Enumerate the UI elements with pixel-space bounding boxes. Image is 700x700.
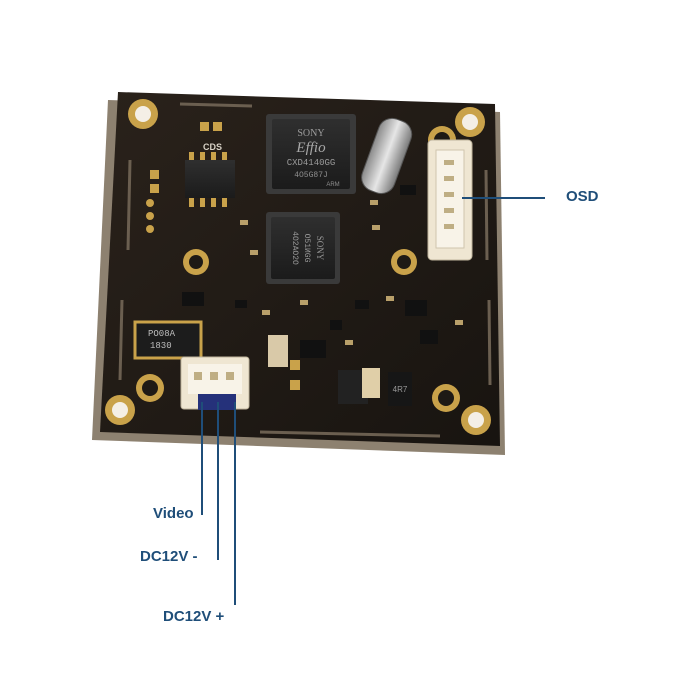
crystal-oscillator xyxy=(361,117,413,195)
second-chip: SONY O51ИGG 4O2AO2O xyxy=(266,212,340,284)
smd-components: 4R7 xyxy=(182,185,463,406)
cds-silkscreen: CDS xyxy=(203,142,222,152)
power-connector xyxy=(180,356,250,410)
svg-text:4O2AO2O: 4O2AO2O xyxy=(290,231,299,265)
video-label: Video xyxy=(153,505,194,522)
svg-text:CXD4140GG: CXD4140GG xyxy=(287,158,336,168)
svg-text:O51ИGG: O51ИGG xyxy=(302,234,311,263)
svg-text:1830: 1830 xyxy=(150,341,172,351)
resonator: PO08A 1830 xyxy=(133,320,203,360)
cds-chip xyxy=(185,152,235,207)
edge-slots xyxy=(118,102,492,438)
svg-text:ARM: ARM xyxy=(326,182,339,188)
dc12v-minus-label: DC12V - xyxy=(140,548,198,565)
leader-lines xyxy=(201,197,545,605)
svg-text:4R7: 4R7 xyxy=(393,385,408,394)
main-chip: SONY Effio CXD4140GG 4O5G87J ARM xyxy=(266,114,356,194)
svg-text:SONY: SONY xyxy=(315,236,325,261)
dc12v-plus-label: DC12V + xyxy=(163,608,225,625)
osd-connector xyxy=(427,139,473,261)
svg-text:Effio: Effio xyxy=(295,140,326,156)
svg-text:PO08A: PO08A xyxy=(148,329,176,339)
svg-text:SONY: SONY xyxy=(297,128,324,139)
svg-text:4O5G87J: 4O5G87J xyxy=(294,171,328,180)
gold-pads xyxy=(146,122,300,390)
osd-label: OSD xyxy=(566,188,599,205)
